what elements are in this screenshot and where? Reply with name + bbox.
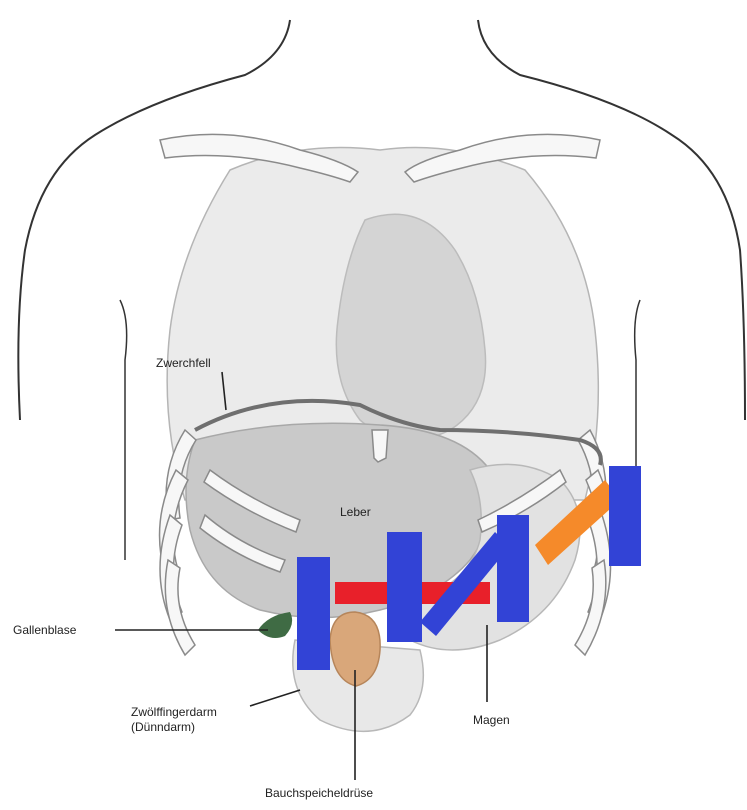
arm-line-left: [120, 300, 127, 560]
blue-bar-marker-4: [609, 466, 641, 566]
blue-bar-marker-2: [387, 532, 422, 642]
blue-bar-marker-1: [297, 557, 330, 670]
blue-bar-marker-3: [497, 515, 529, 622]
label-zwerchfell: Zwerchfell: [156, 356, 211, 371]
sternum-xiphoid: [372, 430, 388, 462]
label-zwoelffingerdarm-line1: Zwölffingerdarm: [131, 705, 217, 720]
leader-zwoelffingerdarm: [250, 690, 300, 706]
label-magen: Magen: [473, 713, 510, 728]
label-leber: Leber: [340, 505, 371, 520]
label-bauchspeicheldruese: Bauchspeicheldrüse: [265, 786, 373, 801]
gallbladder: [258, 612, 292, 638]
label-gallenblase: Gallenblase: [13, 623, 76, 638]
label-zwoelffingerdarm-line2: (Dünndarm): [131, 720, 195, 735]
